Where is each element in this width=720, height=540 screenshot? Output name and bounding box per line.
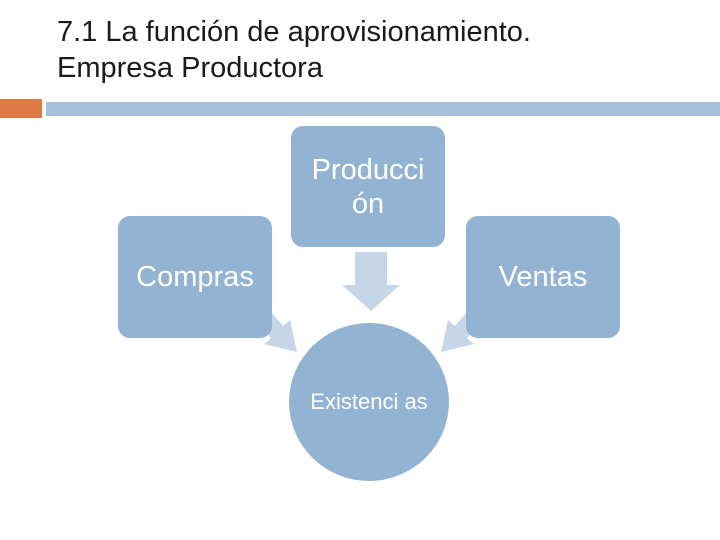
node-compras: Compras — [118, 216, 272, 338]
slide-title: 7.1 La función de aprovisionamiento. Emp… — [57, 14, 697, 86]
title-accent-bar — [0, 99, 42, 118]
node-ventas: Ventas — [466, 216, 620, 338]
node-existencias: Existenci as — [289, 323, 449, 481]
title-divider-bar — [46, 102, 720, 116]
node-produccion: Producci ón — [291, 126, 445, 247]
slide-title-line-2: Empresa Productora — [57, 52, 323, 84]
slide-title-line-1: 7.1 La función de aprovisionamiento. — [57, 16, 531, 48]
arrow-produccion-to-existencias — [342, 252, 400, 311]
